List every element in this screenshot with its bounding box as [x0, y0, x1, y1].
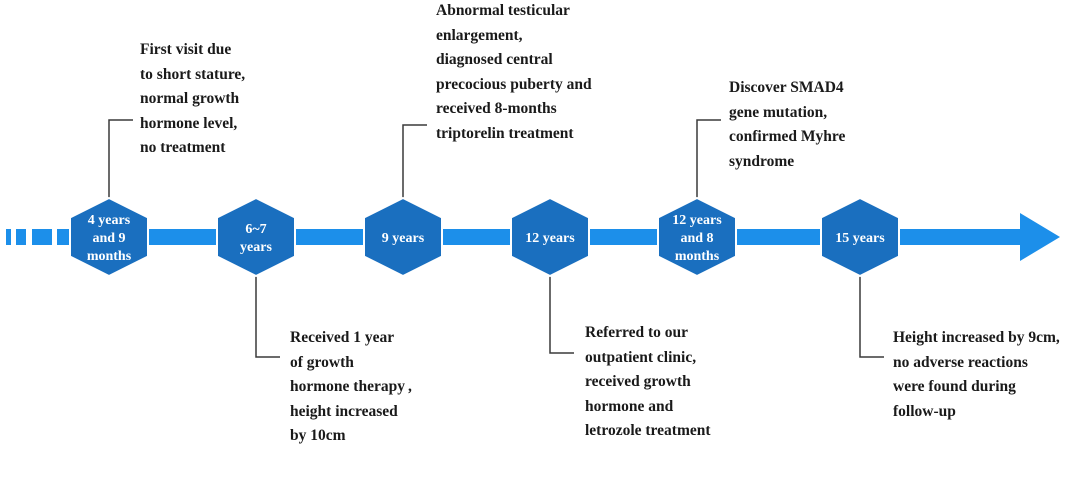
node-label-9y: 9 years: [382, 231, 425, 246]
connector-line-6-7y: [255, 276, 280, 358]
hexagon-shape: [510, 196, 590, 278]
hexagon-shape: [363, 196, 443, 278]
arrow-dash-tail: [6, 229, 52, 245]
node-label-12y: 12 years: [525, 231, 575, 246]
connector-line-15y: [859, 276, 884, 358]
event-note-15y: Height increased by 9cm, no adverse reac…: [893, 329, 1060, 420]
event-note-12y8m: Discover SMAD4 gene mutation, confirmed …: [729, 79, 846, 170]
event-note-6-7y: Received 1 year of growth hormone therap…: [290, 329, 412, 444]
hexagon-shape: [657, 196, 737, 278]
node-label-15y: 15 years: [835, 231, 885, 246]
arrow-dash-segment: [32, 229, 52, 245]
hexagon-shape: [216, 196, 296, 278]
connector-line-4y9m: [108, 119, 133, 198]
arrow-dash-segment: [6, 229, 11, 245]
timeline-node-12y: 12 years: [510, 196, 590, 278]
connector-line-12y: [549, 276, 574, 354]
hexagon-shape: [69, 196, 149, 278]
timeline-node-9y: 9 years: [363, 196, 443, 278]
event-note-9y: Abnormal testicular enlargement, diagnos…: [436, 2, 592, 142]
hexagon-shape: [820, 196, 900, 278]
connector-line-12y8m: [696, 119, 721, 198]
arrow-dash-segment: [16, 229, 26, 245]
timeline-node-15y: 15 years: [820, 196, 900, 278]
event-note-4y9m: First visit due to short stature, normal…: [140, 41, 246, 156]
connector-line-9y: [402, 124, 427, 198]
event-note-12y: Referred to our outpatient clinic, recei…: [585, 324, 711, 439]
connector-lines: [108, 119, 884, 358]
